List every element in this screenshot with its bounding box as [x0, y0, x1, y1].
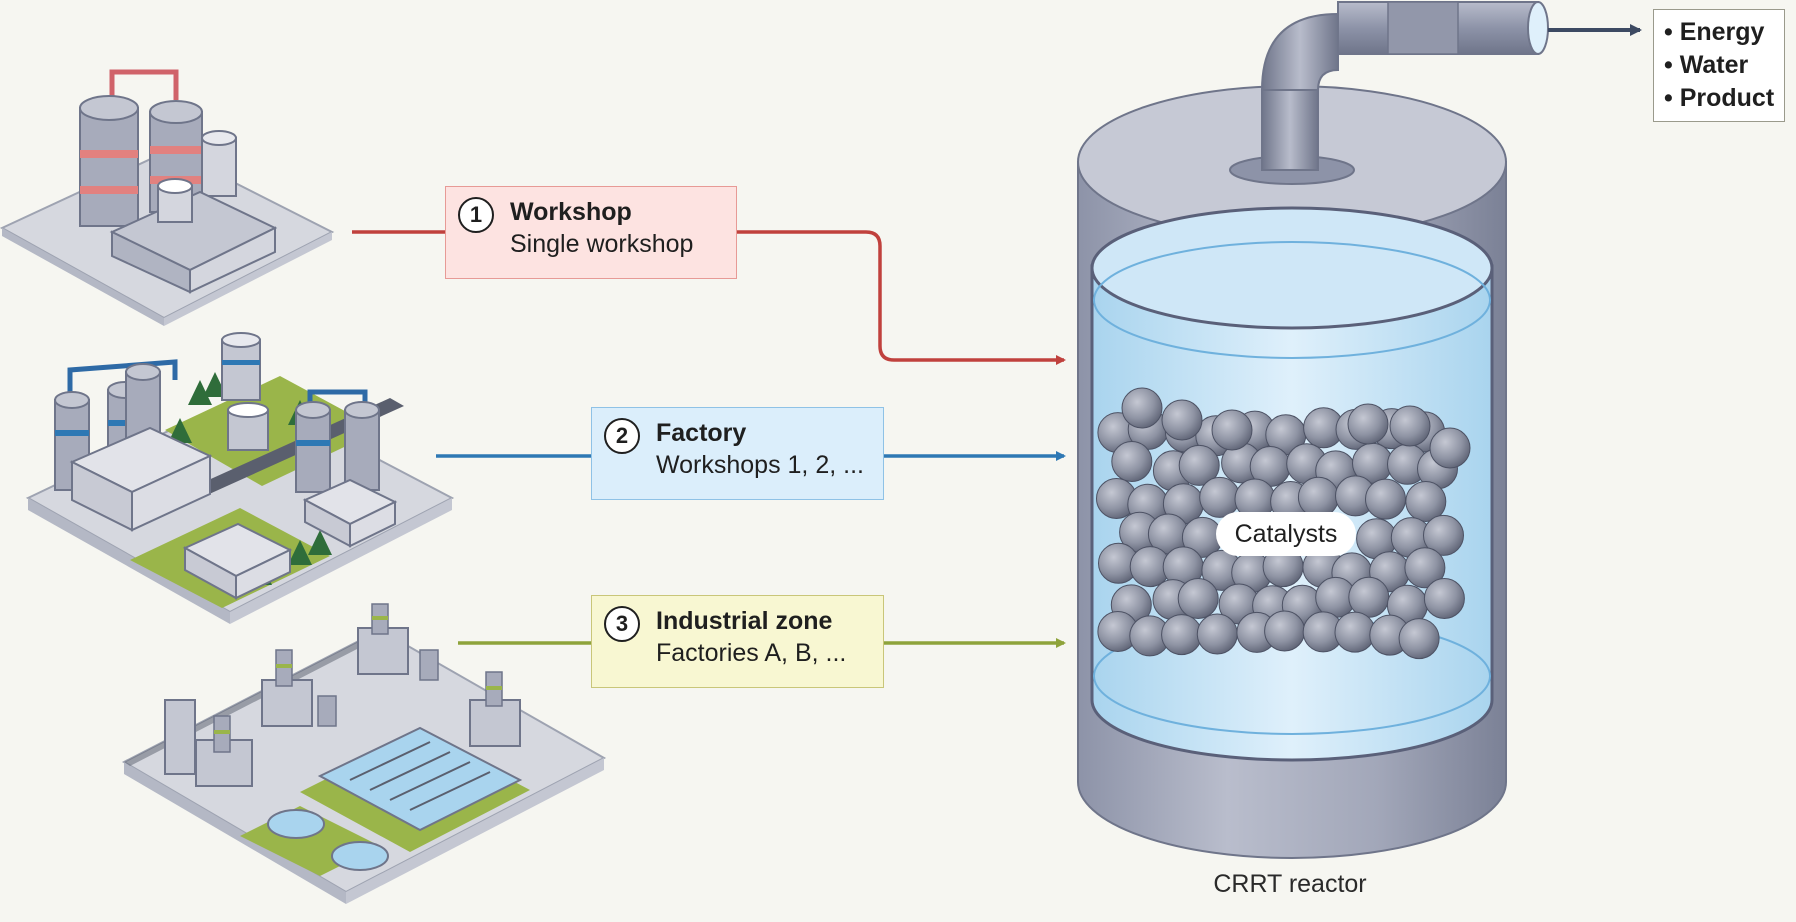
workshop-arrow: [352, 230, 1064, 360]
output-product: • Product: [1664, 84, 1775, 112]
catalyst-sphere-icon: [1423, 578, 1465, 619]
output-water: • Water: [1664, 51, 1749, 79]
catalyst-sphere-icon: [1178, 444, 1220, 486]
catalyst-sphere-icon: [1423, 514, 1464, 556]
catalyst-sphere-icon: [1121, 387, 1163, 429]
catalyst-sphere-icon: [1398, 618, 1440, 660]
catalyst-sphere-icon: [1196, 613, 1238, 655]
outputs-box: • Energy • Water • Product: [1653, 9, 1785, 122]
stage-number-badge: 2: [604, 418, 640, 454]
catalyst-sphere-icon: [1348, 576, 1390, 618]
reactor-illustration: [1077, 1, 1549, 859]
stage-factory-box: 2 Factory Workshops 1, 2, ...: [591, 407, 884, 500]
stage-subtitle: Factories A, B, ...: [656, 639, 847, 667]
stage-number-badge: 3: [604, 606, 640, 642]
catalyst-sphere-icon: [1111, 441, 1153, 482]
catalyst-sphere-icon: [1429, 427, 1471, 469]
stage-subtitle: Workshops 1, 2, ...: [656, 451, 864, 479]
output-energy: • Energy: [1664, 18, 1765, 46]
catalyst-sphere-icon: [1161, 614, 1203, 656]
stage-workshop-box: 1 Workshop Single workshop: [445, 186, 737, 279]
catalyst-sphere-icon: [1405, 481, 1447, 522]
catalyst-sphere-icon: [1334, 611, 1376, 653]
catalyst-sphere-icon: [1365, 478, 1406, 520]
catalyst-sphere-icon: [1404, 547, 1446, 589]
outlet-pipe: [1260, 1, 1549, 171]
stage-number-badge: 1: [458, 197, 494, 233]
stage-title: Workshop: [510, 198, 632, 226]
factory-illustration: [25, 332, 455, 624]
industrial-zone-illustration: [121, 603, 607, 904]
stage-industrial-zone-box: 3 Industrial zone Factories A, B, ...: [591, 595, 884, 688]
catalyst-sphere-icon: [1389, 405, 1431, 447]
stage-title: Factory: [656, 419, 747, 447]
stage-title: Industrial zone: [656, 607, 833, 635]
catalysts-label: Catalysts: [1216, 512, 1356, 556]
stage-subtitle: Single workshop: [510, 230, 694, 258]
catalyst-sphere-icon: [1347, 403, 1389, 445]
reactor-caption: CRRT reactor: [1213, 870, 1367, 898]
workshop-illustration: [0, 69, 335, 326]
catalyst-spheres: [1096, 387, 1471, 660]
catalyst-sphere-icon: [1264, 610, 1306, 652]
catalyst-sphere-icon: [1211, 409, 1253, 451]
catalyst-sphere-icon: [1161, 399, 1203, 441]
catalyst-sphere-icon: [1177, 578, 1219, 619]
